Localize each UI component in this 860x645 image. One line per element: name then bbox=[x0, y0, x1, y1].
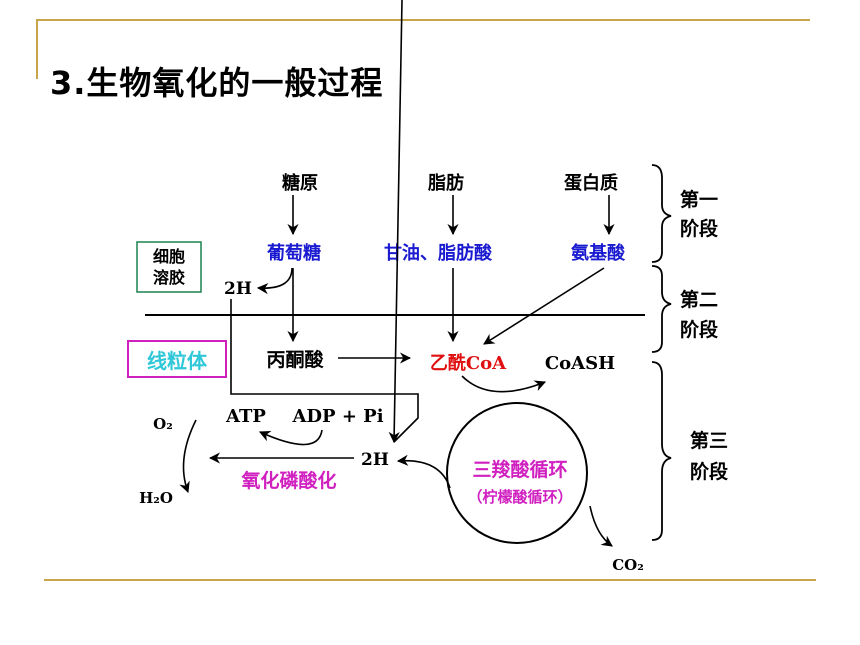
product-glycerol-fattyacid: 甘油、脂肪酸 bbox=[384, 242, 493, 264]
source-fat: 脂肪 bbox=[428, 172, 464, 194]
label-oxphos: 氧化磷酸化 bbox=[241, 469, 336, 492]
tca-name: 三羧酸循环 bbox=[472, 458, 567, 481]
product-glucose: 葡萄糖 bbox=[266, 242, 321, 264]
cytosol-label-line1: 细胞 bbox=[153, 247, 185, 266]
tca-alt: （柠檬酸循环） bbox=[467, 488, 572, 506]
brace-stage1 bbox=[651, 164, 672, 263]
label-co2: CO₂ bbox=[612, 556, 644, 574]
stage1-line1: 第一 bbox=[680, 188, 718, 211]
top-rule bbox=[36, 19, 810, 21]
label-adp-pi: ADP + Pi bbox=[291, 406, 383, 427]
label-o2: O₂ bbox=[153, 415, 173, 433]
cytosol-label-line2: 溶胶 bbox=[153, 268, 185, 287]
stage3-line2: 阶段 bbox=[690, 460, 729, 483]
stage2-line2: 阶段 bbox=[680, 318, 719, 341]
label-acetylcoa: 乙酰CoA bbox=[430, 352, 507, 374]
page-title: 3.生物氧化的一般过程 bbox=[50, 64, 384, 102]
label-atp: ATP bbox=[225, 406, 266, 427]
source-glycogen: 糖原 bbox=[282, 172, 318, 194]
mitochondria-box bbox=[127, 340, 227, 378]
tca-circle bbox=[446, 402, 588, 544]
arrow-o2-h2o bbox=[179, 419, 197, 494]
arrow-adp-atp bbox=[258, 429, 323, 446]
stage3-line1: 第三 bbox=[690, 429, 728, 452]
label-2h-mid: 2H bbox=[361, 450, 389, 470]
stage1-line2: 阶段 bbox=[680, 217, 719, 240]
stage2-line1: 第二 bbox=[680, 288, 718, 311]
arrow-tca-co2 bbox=[589, 505, 613, 547]
left-rule bbox=[36, 19, 38, 79]
label-h2o: H₂O bbox=[139, 489, 173, 507]
source-protein: 蛋白质 bbox=[564, 172, 618, 194]
arrow-tca-2h bbox=[396, 454, 451, 489]
brace-stage2 bbox=[651, 265, 672, 353]
bottom-rule bbox=[44, 579, 816, 581]
arrow-acetylcoa-coash bbox=[461, 375, 547, 393]
label-pyruvate: 丙酮酸 bbox=[266, 348, 324, 371]
label-2h-top: 2H bbox=[224, 279, 252, 299]
line-2h-to-2h bbox=[230, 311, 419, 443]
label-coash: CoASH bbox=[545, 353, 615, 374]
arrow-aminoacid-acetylcoa bbox=[483, 267, 605, 345]
arrow-into-2h-mid bbox=[388, 0, 403, 444]
mitochondria-label: 线粒体 bbox=[147, 349, 208, 373]
brace-stage3 bbox=[651, 361, 672, 541]
arrow-glucose-2h bbox=[256, 267, 293, 295]
cytosol-box bbox=[136, 241, 202, 293]
product-aminoacid: 氨基酸 bbox=[571, 242, 626, 264]
